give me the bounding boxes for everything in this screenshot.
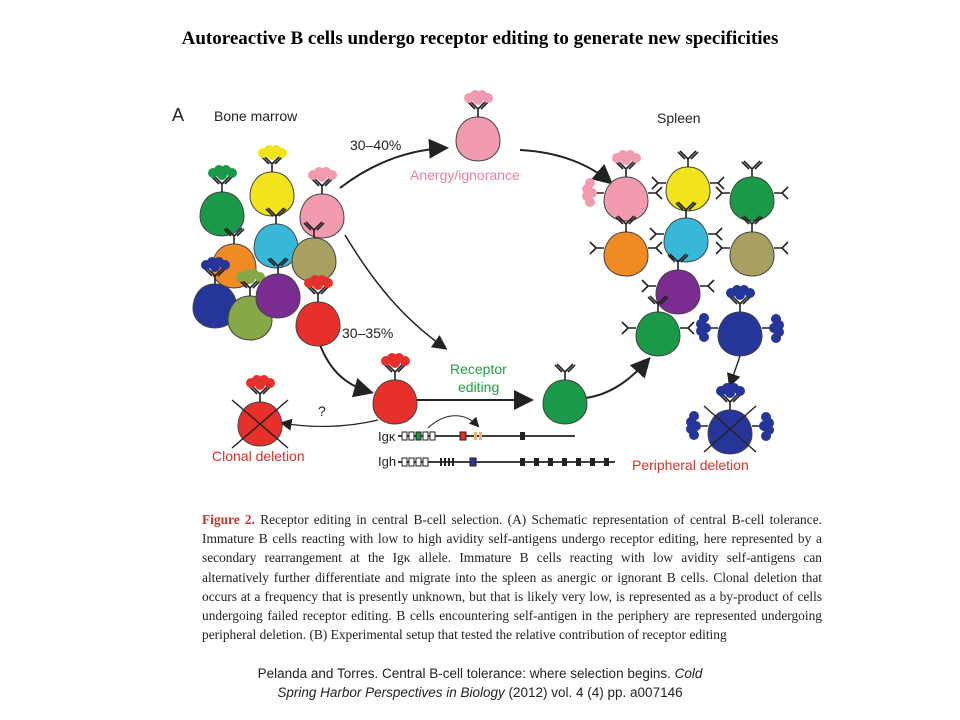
- peripheral-deletion-label: Peripheral deletion: [632, 457, 749, 473]
- spleen-cell-navy: [696, 285, 784, 357]
- anergy-label: Anergy/ignorance: [410, 167, 520, 183]
- igk-locus: [398, 415, 575, 441]
- spleen-cell-pink: [582, 150, 663, 222]
- igh-label: Igh: [378, 454, 396, 469]
- spleen-cell-purple: [641, 253, 715, 315]
- spleen-cell-olive: [715, 215, 789, 277]
- bm-cell-cyan: [253, 207, 299, 269]
- edited-cell-green: [542, 363, 588, 425]
- b-cell-tolerance-diagram: A Bone marrow Spleen 30–40% 30–35% Anerg…: [172, 90, 789, 473]
- arrow-to-anergy: [339, 138, 449, 189]
- question-mark: ?: [318, 403, 326, 419]
- arrow-to-peripheral-deletion: [727, 355, 741, 388]
- editing-cell-red: [372, 353, 418, 425]
- citation-line2-plain: (2012) vol. 4 (4) pp. a007146: [504, 685, 683, 700]
- spleen-cell-orange: [589, 215, 663, 277]
- percent-30-40-label: 30–40%: [350, 137, 401, 153]
- receptor-editing-label-1: Receptor: [450, 361, 507, 377]
- citation-line1-italic: Cold: [674, 666, 703, 681]
- arrow-to-edited-cell: [319, 344, 374, 398]
- citation: Pelanda and Torres. Central B-cell toler…: [0, 664, 960, 702]
- igh-locus: [398, 457, 615, 467]
- percent-30-35-label: 30–35%: [342, 325, 393, 341]
- receptor-editing-label-2: editing: [458, 379, 499, 395]
- panel-label: A: [172, 105, 184, 125]
- bm-cell-red: [295, 275, 341, 347]
- bone-marrow-label: Bone marrow: [214, 108, 298, 124]
- anergic-cell-pink: [455, 90, 501, 162]
- figure-caption: Figure 2. Receptor editing in central B-…: [202, 510, 822, 644]
- spleen-cell-green-top: [715, 160, 789, 222]
- bm-cell-green: [199, 165, 245, 237]
- bm-cell-pink: [299, 167, 345, 239]
- arrow-anergy-to-spleen: [519, 149, 614, 185]
- clonal-deletion-cell: [231, 375, 289, 449]
- citation-journal: Spring Harbor Perspectives in Biology: [277, 685, 505, 700]
- igk-label: Igκ: [378, 429, 396, 444]
- figure-caption-text: Receptor editing in central B-cell selec…: [202, 512, 822, 643]
- figure-caption-label: Figure 2.: [202, 512, 255, 527]
- clonal-deletion-label: Clonal deletion: [212, 448, 305, 464]
- slide-title: Autoreactive B cells undergo receptor ed…: [181, 28, 779, 49]
- arrow-to-clonal-deletion: [279, 418, 379, 431]
- citation-line1-plain: Pelanda and Torres. Central B-cell toler…: [257, 666, 675, 681]
- arrow-to-spleen-lower: [584, 357, 651, 399]
- spleen-cell-yellow: [651, 150, 725, 212]
- bm-cell-yellow: [249, 145, 295, 217]
- arrow-to-receptor-editing: [344, 234, 448, 350]
- peripheral-deletion-cell: [686, 383, 774, 455]
- spleen-label: Spleen: [657, 110, 701, 126]
